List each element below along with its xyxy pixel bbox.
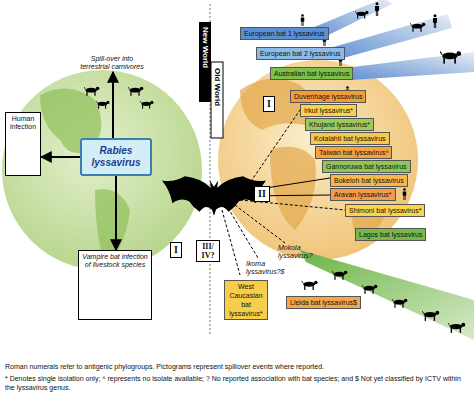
node-text: Kotalahti bat lyssavirus bbox=[314, 134, 386, 143]
virus-box: Duvenhage lyssavirus bbox=[290, 90, 366, 103]
decor-shape bbox=[375, 2, 379, 16]
decor-shape bbox=[392, 299, 407, 308]
livestock-box: Vampire bat infection of livestock speci… bbox=[78, 250, 152, 320]
decor-shape bbox=[245, 110, 300, 190]
host-box: Rabies lyssavirus bbox=[80, 138, 152, 176]
caption: Roman numerals refer to antigenic phylog… bbox=[5, 362, 469, 371]
node-text: Bokeloh bat lyssavirus bbox=[334, 176, 404, 185]
decor-shape bbox=[228, 208, 258, 258]
globe-new-world bbox=[2, 70, 202, 270]
virus-box: Irkut lyssavirus* bbox=[300, 104, 357, 117]
virus-box: Gannoruwa bat lyssavirus bbox=[322, 160, 411, 173]
virus-box: Shimoni bat lyssavirus* bbox=[345, 204, 425, 217]
virus-box: Bokeloh bat lyssavirus bbox=[330, 174, 408, 187]
virus-box: Lleida bat lyssavirus$ bbox=[286, 296, 361, 309]
virus-box: European bat 2 lyssavirus bbox=[256, 47, 345, 60]
decor-shape bbox=[300, 250, 474, 340]
node-text: European bat 2 lyssavirus bbox=[260, 49, 341, 58]
decor-shape bbox=[440, 51, 461, 63]
arrow-connector bbox=[112, 72, 114, 138]
node-text: Lagos bat lyssavirus bbox=[359, 230, 422, 239]
infection-box: Human infection bbox=[5, 112, 41, 176]
virus-box: Taiwan bat lyssavirus^ bbox=[315, 146, 392, 159]
virus-box: Khujand lyssavirus* bbox=[305, 118, 374, 131]
decor-shape bbox=[403, 188, 407, 200]
node-text: Vampire bat infection of livestock speci… bbox=[81, 253, 149, 269]
decor-shape bbox=[235, 205, 285, 243]
arrow-connector bbox=[41, 156, 80, 158]
decor-shape bbox=[302, 281, 318, 290]
decor-shape bbox=[40, 89, 130, 265]
phylogroup-label: I bbox=[263, 96, 275, 112]
note-label: Ikoma lyssavirus?$ bbox=[246, 260, 290, 276]
decor-shape bbox=[422, 311, 439, 321]
node-text: I bbox=[267, 99, 271, 109]
decor-shape bbox=[301, 14, 305, 26]
virus-box: Lagos bat lyssavirus bbox=[355, 228, 426, 241]
new-world-bar bbox=[199, 22, 211, 102]
node-text: II bbox=[258, 189, 266, 199]
arrow-connector bbox=[115, 176, 117, 250]
node-text: Irkut lyssavirus* bbox=[304, 106, 353, 115]
note-label: * Denotes single isolation only; ^ repre… bbox=[5, 374, 469, 392]
node-text: Australian bat lyssavirus bbox=[274, 69, 349, 78]
decor-shape bbox=[222, 210, 240, 275]
virus-box: Australian bat lyssavirus bbox=[270, 67, 353, 80]
decor-shape bbox=[330, 14, 452, 60]
node-text: Khujand lyssavirus* bbox=[309, 120, 370, 129]
node-text: Aravan lyssavirus* bbox=[334, 190, 392, 199]
decor-shape bbox=[84, 87, 99, 96]
decor-shape bbox=[448, 323, 465, 333]
node-text: Rabies lyssavirus bbox=[84, 145, 148, 169]
spillover-pictograms bbox=[18, 2, 465, 333]
decor-shape bbox=[140, 101, 153, 109]
bat-silhouette bbox=[162, 176, 266, 216]
decor-shape bbox=[128, 87, 143, 96]
note-label: Mokola lyssavirus? bbox=[278, 244, 324, 260]
phylogroup-label: II bbox=[254, 186, 270, 202]
region-label: Old World bbox=[211, 68, 223, 106]
virus-box: Kotalahti bat lyssavirus bbox=[310, 132, 390, 145]
decor-shape bbox=[433, 14, 437, 28]
node-text: Spill-over into terrestrial carnivores bbox=[79, 55, 145, 71]
node-text: Shimoni bat lyssavirus* bbox=[349, 206, 421, 215]
node-text: Taiwan bat lyssavirus^ bbox=[319, 148, 388, 157]
node-text: Human infection bbox=[7, 115, 39, 131]
decor-shape bbox=[2, 70, 202, 270]
decor-shape bbox=[332, 271, 347, 280]
node-text: Duvenhage lyssavirus bbox=[294, 92, 362, 101]
decor-shape bbox=[410, 23, 425, 32]
node-text: Gannoruwa bat lyssavirus bbox=[326, 162, 407, 171]
virus-box: European bat 1 lyssavirus bbox=[240, 27, 329, 40]
node-text: West Caucasian bat lyssavirus* bbox=[228, 282, 264, 318]
decor-shape bbox=[362, 285, 377, 294]
spillover-note: Spill-over into terrestrial carnivores bbox=[78, 54, 146, 72]
phylogroup-label: III/ IV? bbox=[196, 240, 220, 262]
decor-shape bbox=[355, 11, 368, 19]
node-text: European bat 1 lyssavirus bbox=[244, 29, 325, 38]
node-text: Lleida bat lyssavirus$ bbox=[290, 298, 357, 307]
node-text: I bbox=[174, 245, 178, 255]
decor-shape bbox=[345, 52, 474, 80]
old-world-bar bbox=[211, 62, 223, 138]
decor-shape bbox=[96, 101, 109, 109]
virus-box: West Caucasian bat lyssavirus* bbox=[224, 280, 268, 320]
virus-box: Aravan lyssavirus* bbox=[330, 188, 396, 201]
node-text: III/ IV? bbox=[198, 242, 218, 260]
phylogroup-label: I bbox=[170, 242, 182, 258]
region-label: New World bbox=[199, 27, 211, 68]
